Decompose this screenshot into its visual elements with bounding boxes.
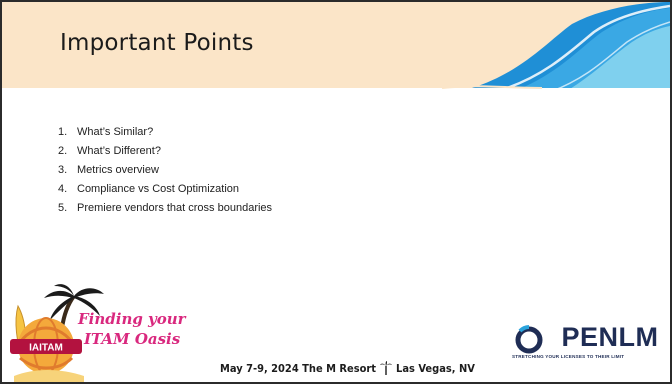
ocean-wave-graphic [2,2,670,94]
list-item-text: Premiere vendors that cross boundaries [77,202,273,214]
oasis-line-1: Finding your [78,310,186,328]
openlm-logo: OPENLM STRETCHING YOUR LICENSES TO THEIR… [510,320,670,370]
oasis-line-2: ITAM Oasis [84,330,181,348]
list-item: 3. Metrics overview [58,164,272,183]
list-item: 2. What’s Different? [58,145,272,164]
openlm-wordmark-rest: PENLM [561,322,659,352]
list-item-number: 2. [58,145,68,157]
list-item: 4. Compliance vs Cost Optimization [58,183,272,202]
list-item-number: 5. [58,202,68,214]
itam-oasis-logo: IAITAM Finding your ITAM Oasis [4,284,194,382]
list-item-text: Metrics overview [77,164,159,176]
list-item-text: Compliance vs Cost Optimization [77,183,240,195]
list-item-number: 1. [58,126,68,138]
list-item-text: What’s Similar? [77,126,154,138]
palm-globe-icon: IAITAM [10,284,104,382]
event-info: May 7-9, 2024 The M Resort Las Vegas, NV [220,361,475,375]
openlm-tagline: STRETCHING YOUR LICENSES TO THEIR LIMIT [512,354,625,359]
list-item: 1. What’s Similar? [58,126,272,145]
list-item: 5. Premiere vendors that cross boundarie… [58,202,272,221]
points-list: 1. What’s Similar? 2. What’s Different? … [58,126,272,221]
iaitam-badge-text: IAITAM [29,343,63,354]
palm-tree-icon [380,361,393,375]
list-item-number: 4. [58,183,68,195]
openlm-o-icon [515,325,543,354]
openlm-wordmark: OPENLM [540,322,659,353]
slide-header: Important Points [2,2,670,94]
event-location: Las Vegas, NV [396,361,475,375]
event-date-venue: May 7-9, 2024 The M Resort [220,361,377,375]
list-item-number: 3. [58,164,68,176]
list-item-text: What’s Different? [77,145,161,157]
slide-title: Important Points [60,30,254,56]
